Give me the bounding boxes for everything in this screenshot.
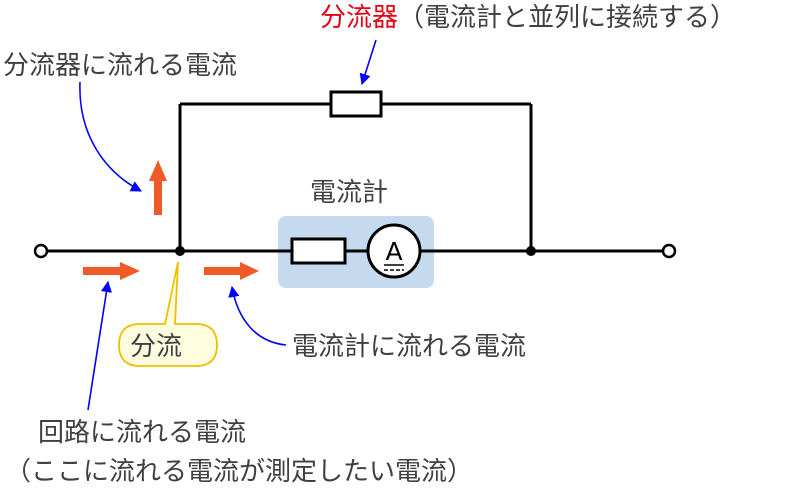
ammeter-current-label: 電流計に流れる電流	[292, 332, 526, 362]
pointer-shunt	[359, 39, 377, 86]
terminal-right	[661, 243, 677, 259]
ammeter-circle	[366, 223, 422, 279]
circuit-current-label: 回路に流れる電流	[38, 418, 246, 448]
pointer-shunt-current	[79, 81, 142, 192]
shunt-name-label: 分流器	[320, 3, 398, 33]
measure-note-label: （ここに流れる電流が測定したい電流）	[5, 457, 473, 487]
terminal-left	[33, 243, 49, 259]
ammeter-name-label: 電流計	[310, 178, 388, 208]
current-arrow-ammeter	[204, 262, 259, 280]
junction-right	[526, 246, 536, 256]
ammeter-resistor	[290, 237, 347, 265]
shunt-note-label: （電流計と並列に接続する）	[398, 3, 736, 33]
shunt-resistor	[329, 90, 383, 118]
junction-left	[175, 246, 185, 256]
current-arrow-main	[83, 262, 140, 280]
pointer-circuit-current	[87, 280, 112, 411]
current-arrow-up	[149, 160, 167, 215]
pointer-ammeter-current	[228, 285, 287, 346]
shunt-current-label: 分流器に流れる電流	[3, 51, 237, 81]
ammeter-symbol: A	[385, 237, 402, 266]
branch-label: 分流	[130, 332, 182, 362]
branch-bubble	[118, 261, 218, 367]
